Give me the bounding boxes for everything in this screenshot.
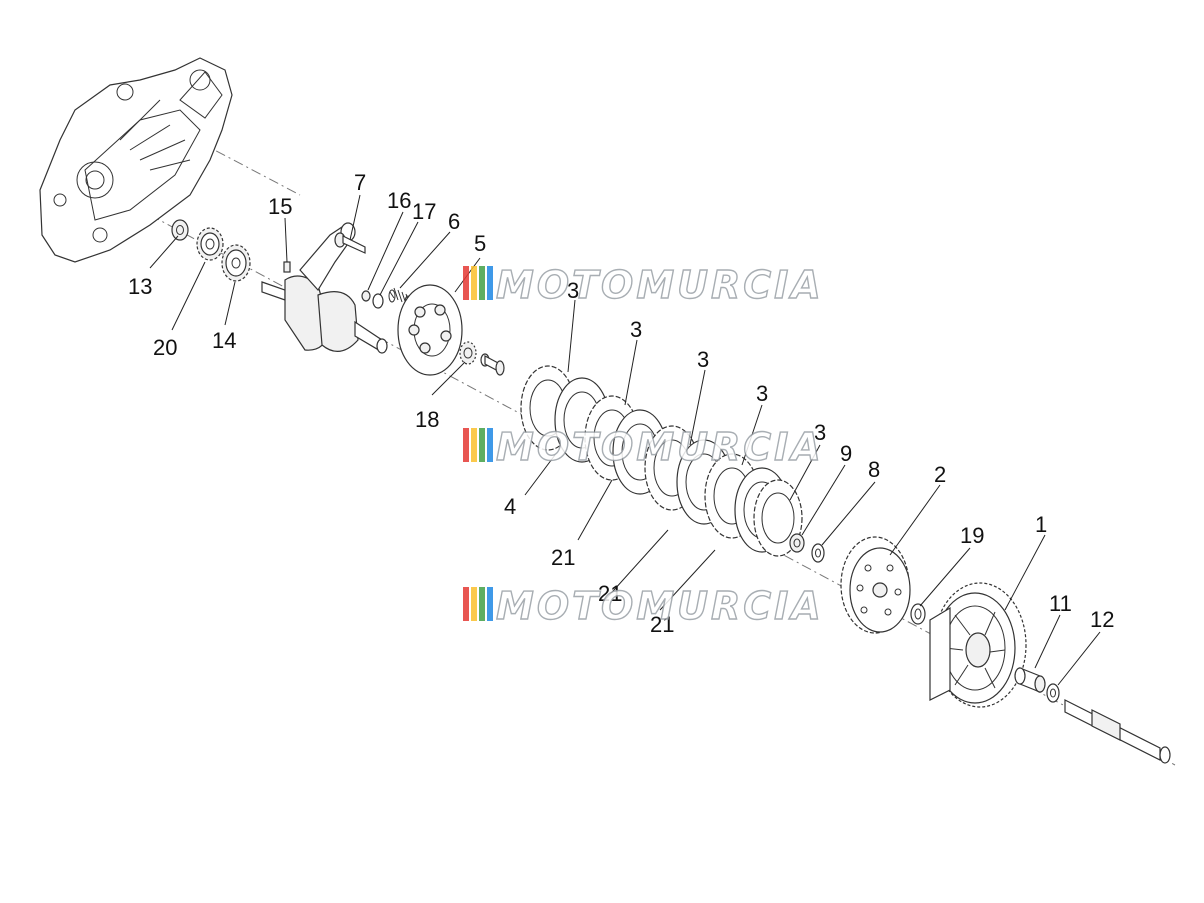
callout-21a: 21 (551, 545, 575, 570)
key-part-15 (283, 261, 291, 273)
push-piece (480, 353, 505, 376)
callout-2: 2 (934, 462, 946, 487)
bolt-part-7 (334, 232, 366, 254)
callout-3d: 3 (814, 420, 826, 445)
crankshaft (261, 222, 388, 354)
callout-20: 20 (153, 335, 177, 360)
callout-11: 11 (1049, 591, 1072, 616)
watermark-bottom: MOTOMURCIA (463, 583, 824, 629)
callout-16: 16 (387, 188, 411, 213)
callout-labels: 1 2 3 3 3 3 3 4 5 6 7 8 9 11 12 13 14 15… (128, 170, 1114, 637)
crankcase-cover (39, 57, 233, 263)
callout-4: 4 (504, 494, 516, 519)
clutch-hub-part-2 (840, 536, 911, 634)
gear-part-14 (221, 244, 251, 282)
callout-1: 1 (1035, 512, 1047, 537)
pressure-plate-part-5 (397, 284, 463, 376)
nut-part-9 (789, 533, 805, 553)
gear-part-20 (196, 227, 224, 261)
watermark-text: MOTOMURCIA (496, 263, 824, 307)
watermark-top: MOTOMURCIA (463, 262, 824, 308)
lock-washer-part-8 (811, 543, 825, 563)
bearing-part-18 (459, 341, 477, 365)
callout-13: 13 (128, 274, 152, 299)
callout-14: 14 (212, 328, 236, 353)
callout-5: 5 (474, 231, 486, 256)
callout-9: 9 (840, 441, 852, 466)
watermark-text: MOTOMURCIA (496, 584, 824, 628)
callout-21c: 21 (650, 612, 674, 637)
callout-12: 12 (1090, 607, 1114, 632)
callout-3a: 3 (630, 317, 642, 342)
callout-3c: 3 (756, 381, 768, 406)
washer-part-12 (1046, 683, 1060, 703)
callout-8: 8 (868, 457, 880, 482)
callout-7: 7 (354, 170, 366, 195)
watermark-middle: MOTOMURCIA (463, 424, 824, 470)
callout-6: 6 (448, 209, 460, 234)
nut-part-13 (171, 219, 189, 241)
bushing-part-11 (1014, 667, 1046, 693)
callout-17: 17 (412, 199, 436, 224)
callout-21b: 21 (598, 581, 622, 606)
watermark-text: MOTOMURCIA (496, 425, 824, 469)
washer-part-17 (372, 293, 384, 309)
washer-part-19 (910, 603, 926, 625)
leader-lines (149, 194, 1101, 686)
callout-19: 19 (960, 523, 984, 548)
clutch-basket-part-1 (929, 582, 1027, 708)
callout-18: 18 (415, 407, 439, 432)
callout-15: 15 (268, 194, 292, 219)
callout-3b: 3 (697, 347, 709, 372)
washer-part-16 (361, 290, 371, 302)
callout-3e: 3 (567, 278, 579, 303)
main-shaft (1064, 699, 1171, 764)
